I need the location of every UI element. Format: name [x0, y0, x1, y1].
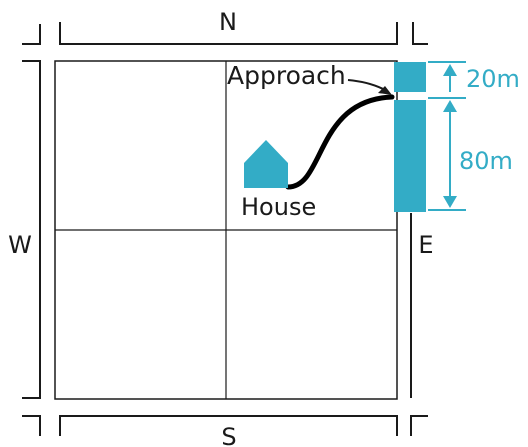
dimension-label-20m: 20m: [466, 65, 520, 93]
road-corner-top-left: [22, 24, 41, 45]
road-edges: [22, 22, 428, 436]
dimension-label-80m: 80m: [459, 147, 513, 175]
driveway-path: [285, 94, 395, 190]
compass-north-label: N: [219, 8, 237, 36]
dimension-arrows: [428, 61, 466, 211]
road-corner-bottom-right: [410, 415, 428, 436]
approach-arrow: [347, 79, 392, 95]
frontage-segment-20m: [394, 62, 426, 92]
house-icon: [244, 140, 288, 188]
road-edge-north: [59, 22, 398, 45]
house-label: House: [241, 193, 316, 221]
road-edge-west: [22, 60, 41, 399]
dim-arrowhead-20m-up: [443, 64, 457, 76]
road-corner-top-right: [412, 22, 428, 45]
block: [54, 60, 398, 400]
compass-west-label: W: [8, 231, 32, 259]
dim-arrowhead-80m-down: [443, 196, 457, 208]
road-corner-bottom-left: [22, 415, 41, 436]
road-edge-south: [59, 415, 398, 436]
compass-east-label: E: [418, 231, 433, 259]
approach-label: Approach: [227, 61, 346, 90]
dim-arrowhead-80m-up: [443, 100, 457, 112]
compass-south-label: S: [221, 423, 236, 447]
frontage-segment-80m: [394, 100, 426, 212]
